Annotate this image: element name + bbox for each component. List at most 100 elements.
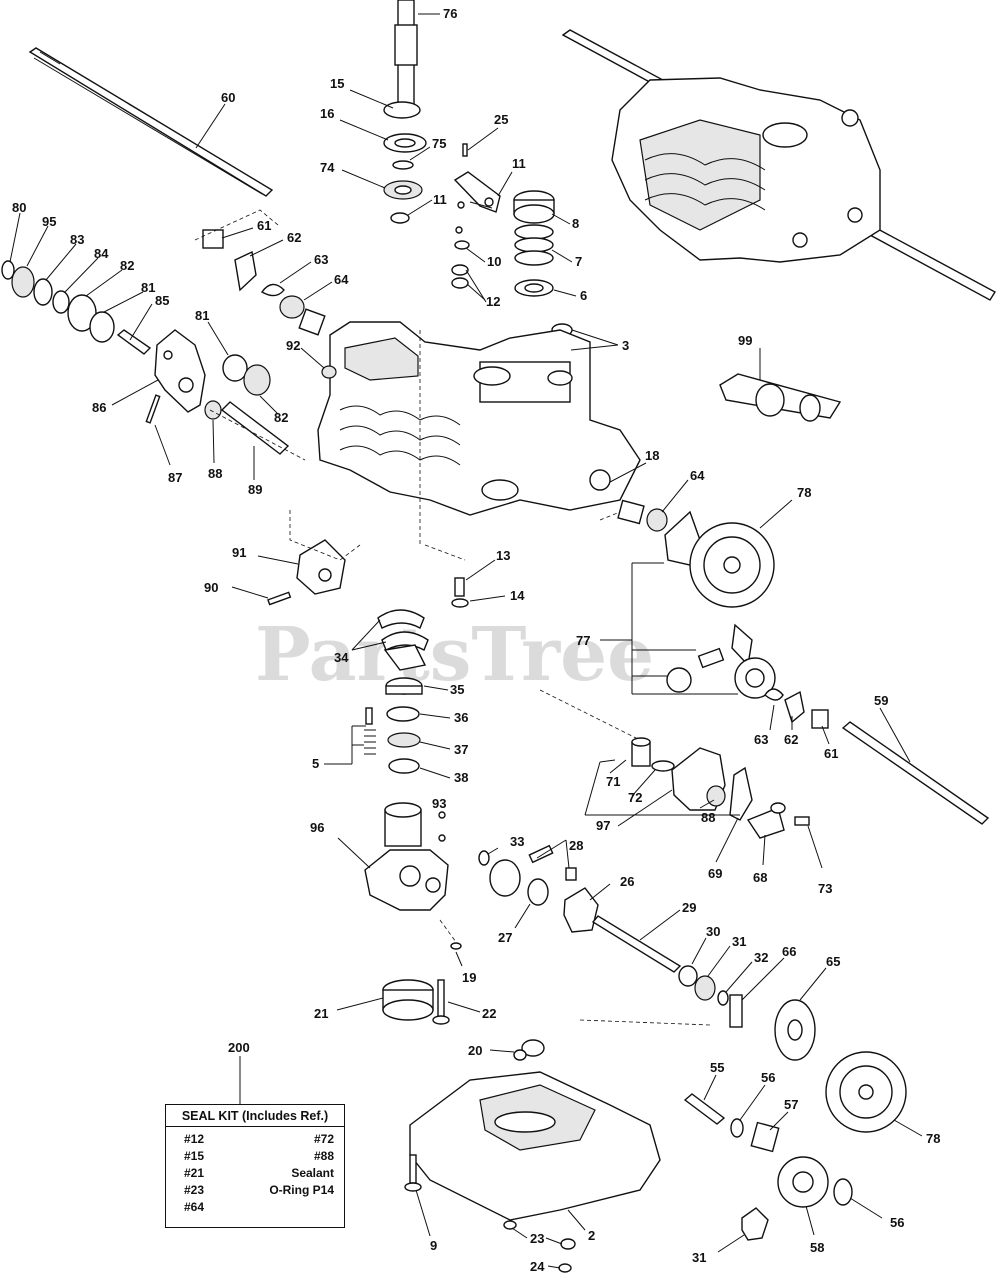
shaft-99 bbox=[719, 373, 842, 422]
seal-kit-title: SEAL KIT (Includes Ref.) bbox=[166, 1105, 344, 1127]
callout-11-upper: 11 bbox=[512, 156, 526, 171]
seal-kit-table: #12 #72 #15 #88 #21 Sealant #23 O-Ring P… bbox=[184, 1130, 334, 1215]
center-stack bbox=[364, 609, 429, 847]
callout-72: 72 bbox=[628, 790, 642, 805]
bearing-stack bbox=[383, 101, 427, 224]
callout-5: 5 bbox=[312, 756, 319, 771]
callout-9: 9 bbox=[430, 1238, 437, 1253]
leader-lines bbox=[9, 13, 923, 1269]
callout-13: 13 bbox=[496, 548, 510, 563]
seal-kit-item: Sealant bbox=[291, 1165, 334, 1180]
callout-34: 34 bbox=[334, 650, 349, 665]
callout-15: 15 bbox=[330, 76, 344, 91]
callout-68: 68 bbox=[753, 870, 767, 885]
callout-12: 12 bbox=[486, 294, 500, 309]
lower-housing bbox=[404, 1071, 661, 1273]
callout-62-lower: 62 bbox=[784, 732, 798, 747]
callout-86: 86 bbox=[92, 400, 106, 415]
callout-62-upper: 62 bbox=[287, 230, 301, 245]
callout-77: 77 bbox=[576, 633, 590, 648]
pump-block-96 bbox=[364, 811, 449, 911]
callout-81-right: 81 bbox=[195, 308, 209, 323]
callout-92: 92 bbox=[286, 338, 300, 353]
callout-80: 80 bbox=[12, 200, 26, 215]
callout-96: 96 bbox=[310, 820, 324, 835]
callout-26: 26 bbox=[620, 874, 634, 889]
callout-71: 71 bbox=[606, 774, 620, 789]
seal-kit-item: O-Ring P14 bbox=[269, 1182, 334, 1197]
lever-11 bbox=[451, 143, 501, 289]
callout-200: 200 bbox=[228, 1040, 250, 1055]
callout-78-lower: 78 bbox=[926, 1131, 940, 1146]
callout-88-upper: 88 bbox=[208, 466, 222, 481]
callout-76: 76 bbox=[443, 6, 457, 21]
charge-pump-group bbox=[631, 737, 810, 839]
callout-18: 18 bbox=[645, 448, 659, 463]
callout-99: 99 bbox=[738, 333, 752, 348]
callout-69: 69 bbox=[708, 866, 722, 881]
motor-shaft-29 bbox=[591, 915, 816, 1061]
seal-kit-item: #21 bbox=[184, 1165, 205, 1180]
callout-19: 19 bbox=[462, 970, 476, 985]
input-shaft-76 bbox=[394, 0, 418, 106]
callout-85: 85 bbox=[155, 293, 169, 308]
differential-gears bbox=[617, 499, 776, 699]
callout-33: 33 bbox=[510, 834, 524, 849]
seal-kit-item: #15 bbox=[184, 1148, 205, 1163]
spring-stack bbox=[513, 190, 555, 297]
callout-14: 14 bbox=[510, 588, 525, 603]
callout-37: 37 bbox=[454, 742, 468, 757]
lower-small-parts bbox=[382, 942, 545, 1061]
seal-kit-item: #64 bbox=[184, 1199, 205, 1214]
callout-63-upper: 63 bbox=[314, 252, 328, 267]
callout-95: 95 bbox=[42, 214, 56, 229]
callout-32: 32 bbox=[754, 950, 768, 965]
callout-81-left: 81 bbox=[141, 280, 155, 295]
seal-kit-item: #72 bbox=[313, 1131, 334, 1146]
callout-3: 3 bbox=[622, 338, 629, 353]
callout-36: 36 bbox=[454, 710, 468, 725]
callout-61-lower: 61 bbox=[824, 746, 838, 761]
seal-kit-item: #88 bbox=[313, 1148, 334, 1163]
clip-set-upper bbox=[202, 229, 326, 336]
callout-58: 58 bbox=[810, 1240, 824, 1255]
callout-78-upper: 78 bbox=[797, 485, 811, 500]
callout-83: 83 bbox=[70, 232, 84, 247]
reduction-gears bbox=[683, 1051, 907, 1241]
callout-65: 65 bbox=[826, 954, 840, 969]
callout-73: 73 bbox=[818, 881, 832, 896]
callout-75: 75 bbox=[432, 136, 446, 151]
callout-82-right: 82 bbox=[274, 410, 288, 425]
callout-10: 10 bbox=[487, 254, 501, 269]
valve-set bbox=[478, 844, 599, 933]
callout-22: 22 bbox=[482, 1006, 496, 1021]
callout-6: 6 bbox=[580, 288, 587, 303]
callout-84: 84 bbox=[94, 246, 109, 261]
bracket-91 bbox=[267, 539, 346, 606]
callout-60: 60 bbox=[221, 90, 235, 105]
callout-57: 57 bbox=[784, 1097, 798, 1112]
callout-28: 28 bbox=[569, 838, 583, 853]
washer-stack-left bbox=[1, 260, 152, 355]
callout-20: 20 bbox=[468, 1043, 482, 1058]
assembled-transaxle bbox=[561, 29, 996, 301]
upper-housing bbox=[317, 321, 641, 516]
callout-66: 66 bbox=[782, 944, 796, 959]
axle-shaft-60 bbox=[28, 47, 274, 197]
watermark: PartsTree bbox=[255, 612, 654, 698]
callout-30: 30 bbox=[706, 924, 720, 939]
callout-31-lower: 31 bbox=[692, 1250, 706, 1265]
seal-kit-item bbox=[254, 1198, 334, 1215]
callout-labels: 76 60 15 16 75 74 11 25 11 8 10 7 12 6 3… bbox=[12, 6, 940, 1274]
callout-23: 23 bbox=[530, 1231, 544, 1246]
callout-29: 29 bbox=[682, 900, 696, 915]
callout-61-upper: 61 bbox=[257, 218, 271, 233]
callout-59: 59 bbox=[874, 693, 888, 708]
callout-35: 35 bbox=[450, 682, 464, 697]
control-arm-86 bbox=[145, 329, 290, 455]
callout-87: 87 bbox=[168, 470, 182, 485]
callout-16: 16 bbox=[320, 106, 334, 121]
callout-7: 7 bbox=[575, 254, 582, 269]
callout-38: 38 bbox=[454, 770, 468, 785]
